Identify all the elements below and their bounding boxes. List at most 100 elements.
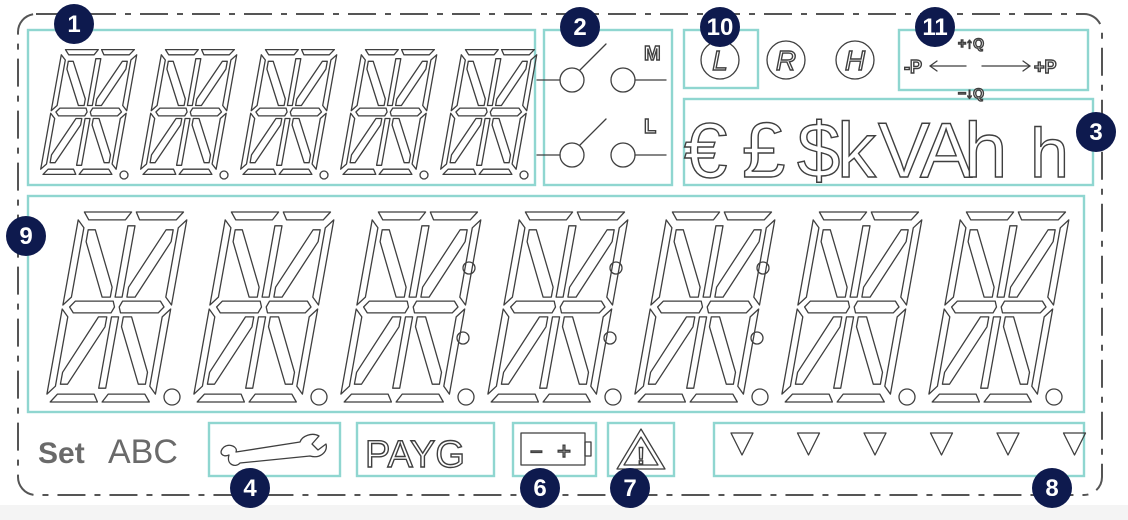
top-segment-digit	[40, 48, 138, 176]
direction-plus-q: +↑Q	[958, 35, 984, 51]
decimal-point	[1045, 388, 1063, 406]
bottom-segment-digit	[46, 211, 188, 403]
top-segment-digit	[240, 48, 338, 176]
badge-1: 1	[54, 4, 94, 44]
decimal-point	[898, 388, 916, 406]
decimal-point	[219, 170, 229, 180]
decimal-point	[457, 388, 475, 406]
unit-a: A	[920, 106, 972, 194]
colon-dot	[609, 261, 623, 275]
badge-8: 8	[1032, 468, 1072, 508]
direction-minus-p: -P	[904, 57, 922, 77]
down-arrow-indicator	[996, 432, 1020, 456]
rate-indicators: L R H	[700, 40, 875, 80]
svg-text:1: 1	[67, 11, 80, 38]
relay-l-label: L	[644, 116, 656, 138]
units-row: € £ $ k V A h h	[683, 105, 1069, 194]
down-arrow-indicator	[1062, 432, 1087, 456]
bottom-segment-digit	[340, 211, 482, 403]
colon-dot	[603, 331, 617, 345]
relay-m-label: M	[644, 43, 661, 65]
battery-icon: − +	[520, 432, 592, 466]
bottom-segment-digit	[634, 211, 776, 403]
relay-symbols: M L	[536, 42, 667, 168]
top-segment-row	[40, 48, 538, 180]
svg-text:11: 11	[922, 14, 947, 41]
svg-text:4: 4	[243, 475, 257, 502]
warning-icon: !	[616, 428, 666, 471]
bottom-segment-digit	[928, 211, 1070, 403]
badge-10: 10	[700, 7, 740, 47]
top-segment-digit	[440, 48, 538, 176]
box-relay	[542, 28, 674, 187]
box-direction	[897, 28, 1090, 92]
top-segment-digit	[340, 48, 438, 176]
svg-text:2: 2	[573, 14, 586, 41]
badge-2: 2	[560, 7, 600, 47]
decimal-point	[310, 388, 328, 406]
box-arrows	[712, 421, 1086, 478]
svg-text:7: 7	[623, 475, 636, 502]
box-payg	[355, 421, 496, 478]
decimal-point	[419, 170, 429, 180]
colon-dot	[750, 331, 764, 345]
unit-v: V	[878, 106, 930, 194]
direction-minus-q: −↓Q	[958, 85, 984, 101]
badge-6: 6	[520, 468, 560, 508]
down-arrow-indicator	[863, 432, 887, 456]
down-arrow-indicator	[796, 432, 821, 456]
badge-11: 11	[915, 7, 955, 47]
unit-h: h	[964, 106, 1007, 194]
rate-indicator-h: H	[845, 45, 866, 76]
colon-dot	[456, 331, 470, 345]
decimal-point	[119, 170, 129, 180]
badge-9: 9	[6, 216, 46, 256]
decimal-point	[604, 388, 622, 406]
down-arrow-indicator	[929, 432, 954, 456]
unit-pound: £	[742, 106, 785, 194]
svg-text:3: 3	[1089, 119, 1102, 146]
svg-text:8: 8	[1045, 475, 1058, 502]
box-bottom-digits	[26, 194, 1086, 414]
lcd-outline	[17, 13, 1103, 496]
svg-text:6: 6	[533, 475, 546, 502]
box-wrench	[207, 421, 342, 478]
unit-h: h	[1030, 114, 1069, 192]
warning-mark: !	[637, 443, 645, 470]
decimal-point	[319, 170, 329, 180]
decimal-point	[519, 170, 529, 180]
label-abc: ABC	[108, 433, 178, 471]
bottom-segment-digit	[781, 211, 923, 403]
unit-euro: €	[684, 106, 727, 194]
badge-4: 4	[230, 468, 270, 508]
wrench-icon	[220, 433, 327, 466]
svg-text:10: 10	[707, 14, 734, 41]
badge-7: 7	[610, 468, 650, 508]
colon-dot	[462, 261, 476, 275]
arrow-indicators	[730, 432, 1087, 456]
bottom-segment-digit	[487, 211, 629, 403]
battery-plus: +	[557, 438, 571, 465]
decimal-point	[163, 388, 181, 406]
decimal-point	[751, 388, 769, 406]
svg-text:9: 9	[19, 223, 32, 250]
badge-3: 3	[1076, 112, 1116, 152]
colon-dot	[756, 261, 770, 275]
bottom-segment-row	[46, 211, 1070, 406]
top-segment-digit	[140, 48, 238, 176]
relay-m-icon	[536, 43, 667, 93]
unit-dollar: $	[797, 106, 840, 194]
rate-indicator-l: L	[712, 45, 728, 76]
battery-minus: −	[530, 439, 543, 464]
unit-k: k	[837, 106, 877, 194]
energy-direction-indicator: +↑Q -P +P −↓Q	[903, 34, 1057, 101]
label-set: Set	[38, 437, 85, 470]
rate-indicator-r: R	[776, 45, 796, 76]
bottom-segment-digit	[193, 211, 335, 403]
relay-l-icon	[536, 118, 667, 168]
label-payg: PAYG	[365, 434, 465, 476]
direction-plus-p: +P	[1034, 57, 1057, 77]
box-top-digits	[26, 28, 537, 187]
down-arrow-indicator	[730, 432, 754, 456]
